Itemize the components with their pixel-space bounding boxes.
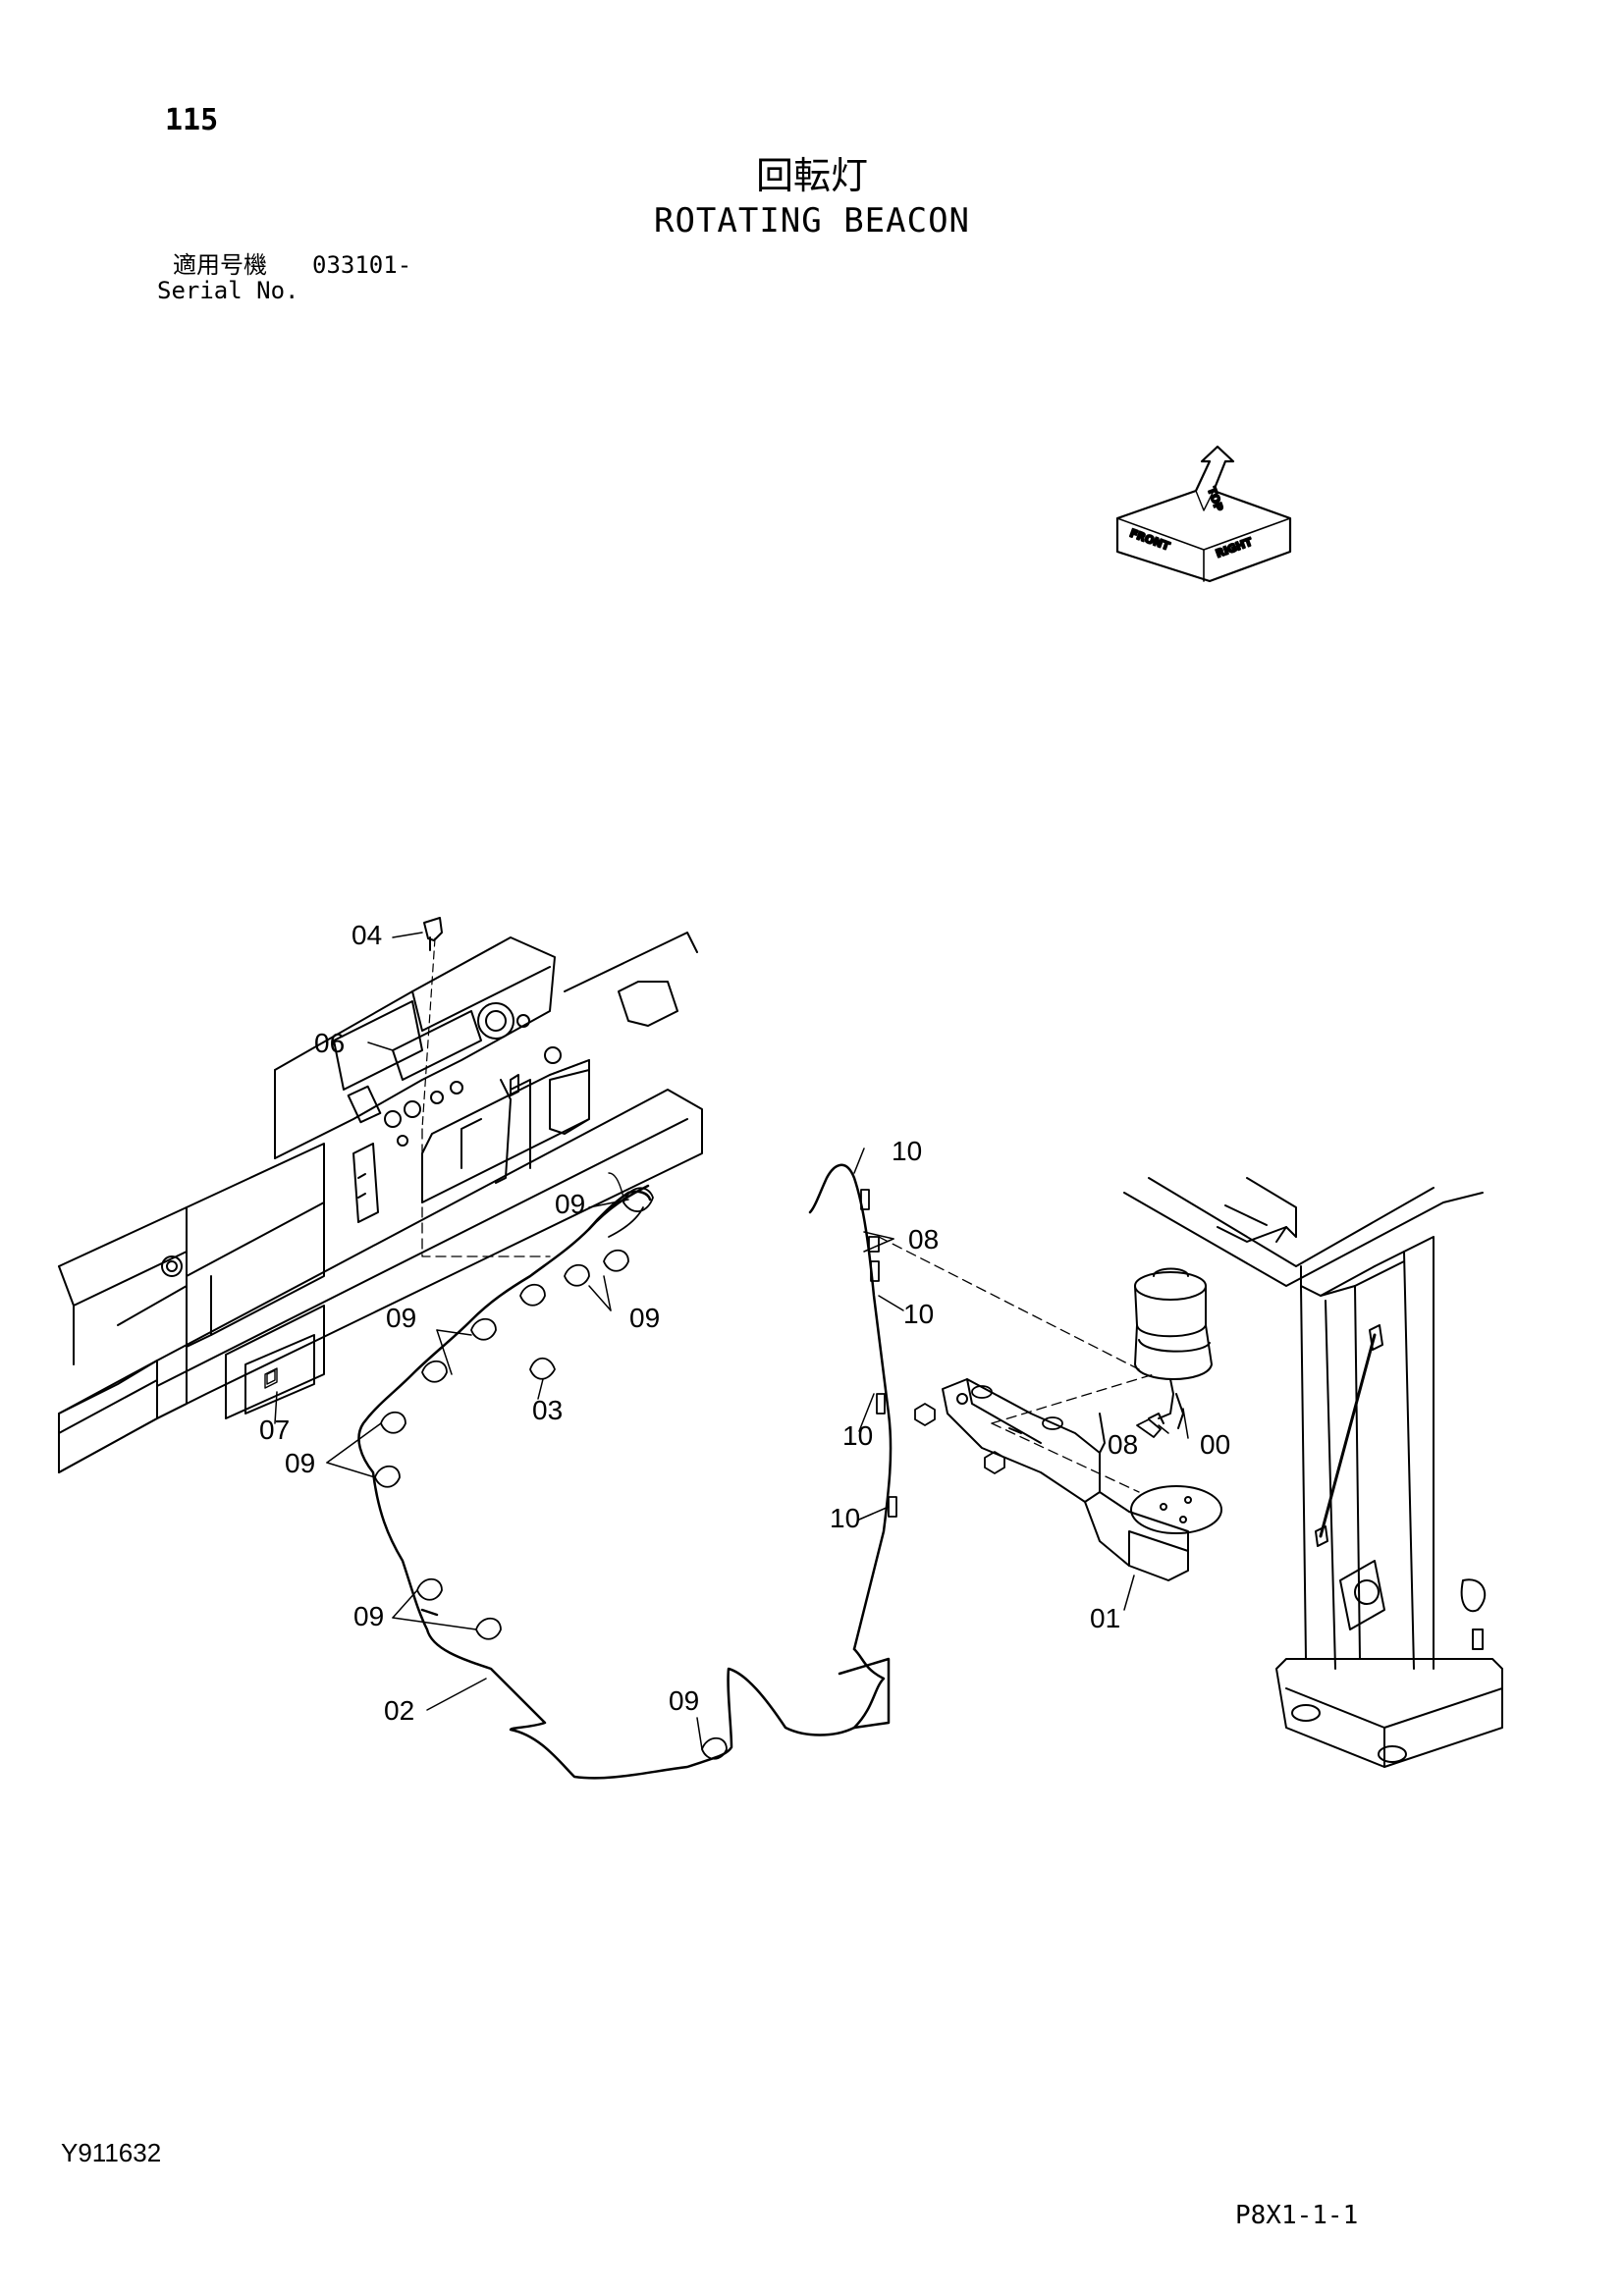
page-number: 115 <box>165 103 219 137</box>
callout-00: 00 <box>1200 1429 1230 1460</box>
beacon-base-plate <box>1130 1485 1222 1534</box>
document-id: Y911632 <box>61 2138 162 2167</box>
callout-01: 01 <box>1090 1603 1120 1633</box>
page-title-english: ROTATING BEACON <box>653 201 971 240</box>
control-panel <box>274 932 698 1223</box>
callout-labels: 04 06 10 08 10 09 09 09 03 07 09 10 08 0… <box>259 920 1230 1726</box>
hardware-nuts-washers <box>914 1385 1162 1474</box>
chassis-beam <box>58 1089 703 1473</box>
dashed-leaders <box>421 1128 1155 1493</box>
serial-label-english: Serial No. <box>157 277 299 304</box>
callout-10: 10 <box>842 1420 873 1451</box>
page-code: P8X1-1-1 <box>1235 2201 1359 2230</box>
serial-value: 033101- <box>312 251 412 279</box>
page-title-japanese: 回転灯 <box>755 154 868 197</box>
part-04-connector <box>421 917 443 1130</box>
callout-02: 02 <box>384 1695 414 1726</box>
part-01-mounting-bracket <box>942 1378 1189 1581</box>
callout-10: 10 <box>830 1503 860 1533</box>
callout-09: 09 <box>353 1601 384 1631</box>
callout-09: 09 <box>669 1685 699 1716</box>
callout-07: 07 <box>259 1415 290 1445</box>
callout-08: 08 <box>1108 1429 1138 1460</box>
callout-leaders <box>274 932 1189 1750</box>
machine-frame <box>1123 1177 1503 1768</box>
callout-09: 09 <box>555 1189 585 1219</box>
serial-label-japanese: 適用号機 <box>173 251 267 279</box>
part-00-rotating-beacon <box>1134 1267 1213 1429</box>
orientation-top-label: TOP <box>1205 486 1225 513</box>
callout-03: 03 <box>532 1395 563 1425</box>
callout-10: 10 <box>903 1299 934 1329</box>
callout-10: 10 <box>892 1136 922 1166</box>
callout-09: 09 <box>629 1303 660 1333</box>
callout-04: 04 <box>352 920 382 950</box>
harness-clips <box>374 1172 897 1760</box>
callout-06: 06 <box>314 1028 345 1058</box>
callout-08: 08 <box>908 1224 939 1255</box>
orientation-indicator: FRONT TOP RIGHT <box>1115 445 1292 583</box>
callout-09: 09 <box>285 1448 315 1478</box>
callout-09: 09 <box>386 1303 416 1333</box>
part-07-bracket <box>244 1334 315 1415</box>
